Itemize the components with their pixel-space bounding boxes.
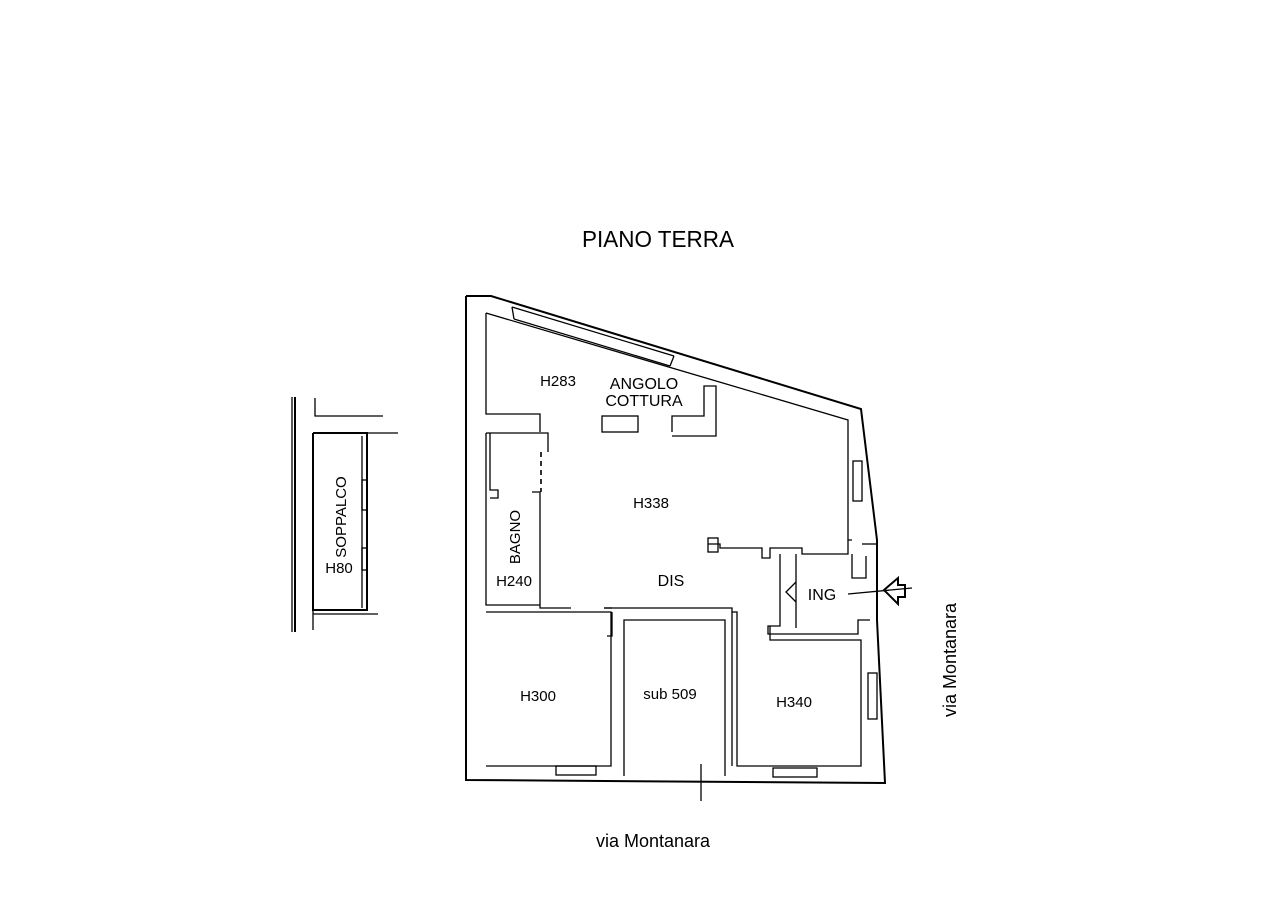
room-label-sub509: sub 509 — [643, 686, 696, 703]
street-label-bottom: via Montanara — [596, 831, 711, 851]
room-label-angolo: ANGOLO — [610, 376, 678, 393]
street-label-right: via Montanara — [940, 602, 960, 717]
interior-walls — [485, 385, 913, 776]
room-label-h283: H283 — [540, 373, 576, 390]
room-label-ing: ING — [808, 587, 836, 604]
room-label-bagno: BAGNO — [507, 510, 524, 564]
plan-title: PIANO TERRA — [582, 226, 735, 252]
entrance-arrow-icon — [882, 575, 906, 607]
room-label-dis: DIS — [658, 573, 685, 590]
room-label-h340: H340 — [776, 694, 812, 711]
room-label-cottura: COTTURA — [605, 393, 683, 410]
room-label-h300: H300 — [520, 688, 556, 705]
exterior-walls — [465, 295, 887, 801]
room-label-soppalco: SOPPALCO — [333, 476, 350, 557]
room-label-h240: H240 — [496, 573, 532, 590]
room-label-h80: H80 — [325, 560, 353, 577]
soppalco-outline — [291, 397, 398, 632]
room-label-h338: H338 — [633, 495, 669, 512]
